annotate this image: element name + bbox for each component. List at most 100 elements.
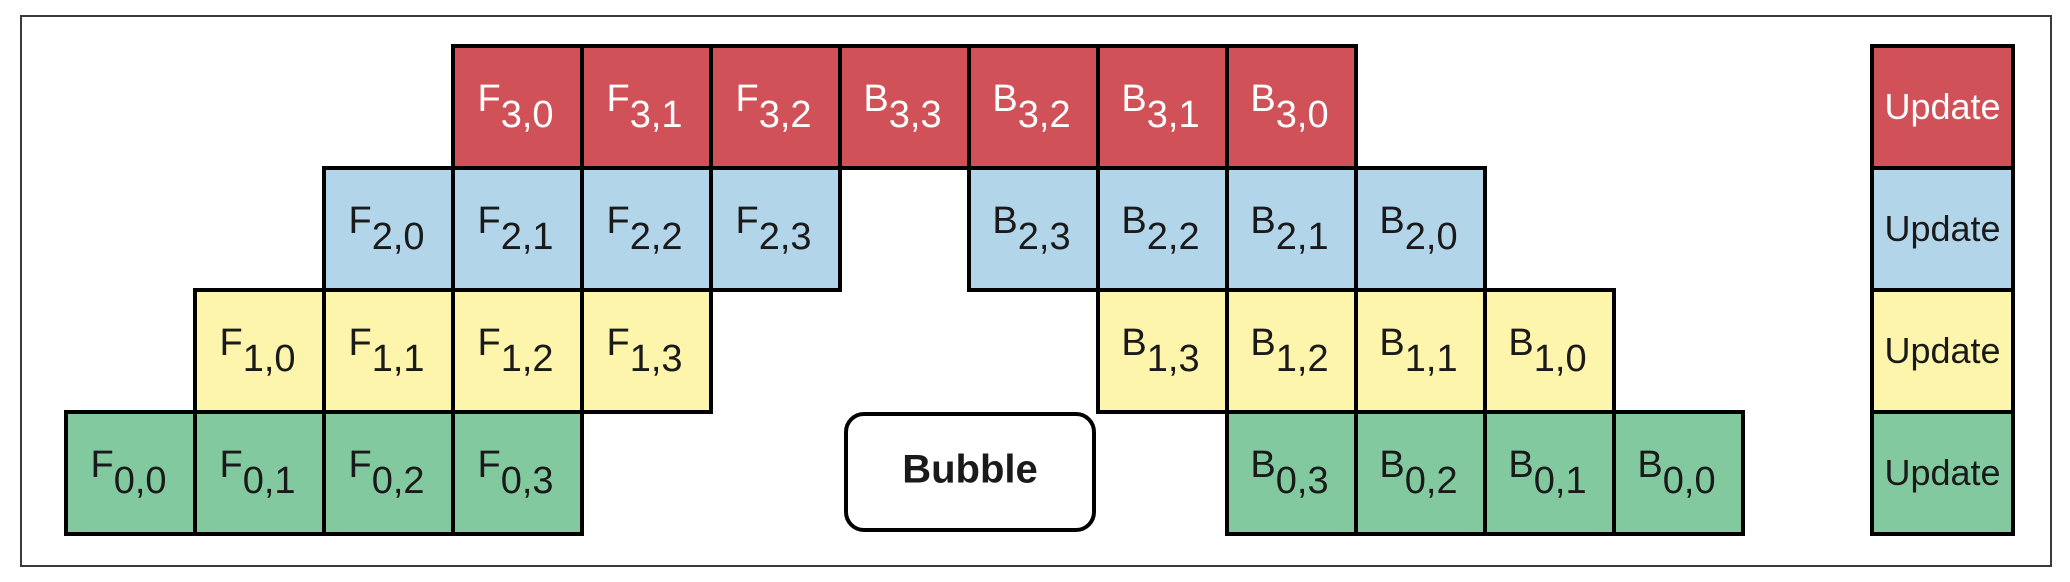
forward-cell-3-0-label: F3,0	[477, 78, 553, 136]
op-letter: B	[1379, 200, 1404, 242]
forward-cell-1-3-box	[580, 288, 713, 414]
backward-cell-0-3-box	[1225, 410, 1358, 536]
backward-cell-3-0: B3,0	[1225, 44, 1358, 170]
update-label: Update	[1884, 330, 2000, 371]
update-cell-stage-3: Update	[1870, 44, 2015, 170]
backward-cell-3-1: B3,1	[1096, 44, 1229, 170]
op-subscript: 0,0	[114, 460, 167, 502]
update-cell-stage-0: Update	[1870, 410, 2015, 536]
backward-cell-0-2-label: B0,2	[1379, 444, 1457, 502]
forward-cell-2-2-label: F2,2	[606, 200, 682, 258]
backward-cell-0-3: B0,3	[1225, 410, 1358, 536]
forward-cell-2-0-label: F2,0	[348, 200, 424, 258]
op-letter: F	[348, 444, 371, 486]
op-letter: B	[992, 200, 1017, 242]
op-subscript: 1,0	[1534, 338, 1587, 380]
forward-cell-0-3: F0,3	[451, 410, 584, 536]
forward-cell-2-2: F2,2	[580, 166, 713, 292]
update-label: Update	[1884, 86, 2000, 127]
forward-cell-1-2: F1,2	[451, 288, 584, 414]
forward-cell-2-0-box	[322, 166, 455, 292]
backward-cell-2-2-label: B2,2	[1121, 200, 1199, 258]
schedule-cells: F3,0F3,1F3,2F3,3B3,3B3,2B3,1B3,0UpdateF2…	[64, 44, 2015, 536]
op-subscript: 0,3	[1276, 460, 1329, 502]
op-letter: B	[1250, 78, 1275, 120]
forward-cell-1-0: F1,0	[193, 288, 326, 414]
backward-cell-2-1: B2,1	[1225, 166, 1358, 292]
update-cell-stage-1: Update	[1870, 288, 2015, 414]
op-letter: F	[477, 78, 500, 120]
forward-cell-1-3: F1,3	[580, 288, 713, 414]
update-cell-stage-0-box	[1870, 410, 2015, 536]
backward-cell-1-0-box	[1483, 288, 1616, 414]
backward-cell-1-2-label: B1,2	[1250, 322, 1328, 380]
backward-cell-0-2: B0,2	[1354, 410, 1487, 536]
op-subscript: 1,1	[1405, 338, 1458, 380]
op-subscript: 1,2	[501, 338, 554, 380]
op-subscript: 3,0	[1276, 94, 1329, 136]
op-letter: F	[606, 200, 629, 242]
bubble-label: Bubble	[902, 448, 1038, 492]
forward-cell-1-2-box	[451, 288, 584, 414]
backward-cell-1-0: B1,0	[1483, 288, 1616, 414]
op-letter: B	[1379, 444, 1404, 486]
backward-cell-0-0: B0,0	[1612, 410, 1745, 536]
backward-cell-2-2-box	[1096, 166, 1229, 292]
op-subscript: 1,1	[372, 338, 425, 380]
op-letter: B	[1379, 322, 1404, 364]
op-subscript: 0,0	[1663, 460, 1716, 502]
op-subscript: 2,2	[1147, 216, 1200, 258]
op-letter: B	[1508, 444, 1533, 486]
update-cell-stage-2-box	[1870, 166, 2015, 292]
backward-cell-3-1-label: B3,1	[1121, 78, 1199, 136]
update-cell-stage-2: Update	[1870, 166, 2015, 292]
forward-cell-0-2-label: F0,2	[348, 444, 424, 502]
update-label: Update	[1884, 452, 2000, 493]
op-subscript: 1,3	[1147, 338, 1200, 380]
op-subscript: 0,2	[1405, 460, 1458, 502]
op-subscript: 2,2	[630, 216, 683, 258]
op-letter: F	[477, 200, 500, 242]
forward-cell-0-0: F0,0	[64, 410, 197, 536]
op-letter: B	[1121, 200, 1146, 242]
forward-cell-1-0-label: F1,0	[219, 322, 295, 380]
backward-cell-1-1-box	[1354, 288, 1487, 414]
backward-cell-2-3-label: B2,3	[992, 200, 1070, 258]
forward-cell-3-1: F3,1	[580, 44, 713, 170]
backward-cell-1-3-box	[1096, 288, 1229, 414]
backward-cell-3-3: B3,3	[838, 44, 971, 170]
backward-cell-3-1-box	[1096, 44, 1229, 170]
bubble-outline	[844, 412, 1096, 532]
op-letter: B	[1250, 322, 1275, 364]
forward-cell-1-1-label: F1,1	[348, 322, 424, 380]
forward-cell-0-0-box	[64, 410, 197, 536]
op-subscript: 2,3	[759, 216, 812, 258]
op-subscript: 0,1	[1534, 460, 1587, 502]
op-subscript: 3,0	[501, 94, 554, 136]
op-letter: B	[1637, 444, 1662, 486]
op-letter: F	[477, 444, 500, 486]
forward-cell-0-1: F0,1	[193, 410, 326, 536]
op-subscript: 0,2	[372, 460, 425, 502]
op-letter: F	[477, 322, 500, 364]
op-letter: B	[863, 78, 888, 120]
op-letter: B	[1508, 322, 1533, 364]
op-subscript: 2,0	[1405, 216, 1458, 258]
backward-cell-2-0: B2,0	[1354, 166, 1487, 292]
backward-cell-3-2-label: B3,2	[992, 78, 1070, 136]
op-subscript: 2,0	[372, 216, 425, 258]
backward-cell-0-3-label: B0,3	[1250, 444, 1328, 502]
op-letter: F	[348, 200, 371, 242]
op-letter: F	[348, 322, 371, 364]
backward-cell-3-0-label: B3,0	[1250, 78, 1328, 136]
forward-cell-2-0: F2,0	[322, 166, 455, 292]
op-letter: B	[1121, 78, 1146, 120]
backward-cell-1-3: B1,3	[1096, 288, 1229, 414]
op-letter: F	[219, 444, 242, 486]
forward-cell-3-2: F3,2	[709, 44, 842, 170]
op-letter: F	[219, 322, 242, 364]
forward-cell-0-1-box	[193, 410, 326, 536]
op-letter: F	[90, 444, 113, 486]
forward-cell-1-3-label: F1,3	[606, 322, 682, 380]
